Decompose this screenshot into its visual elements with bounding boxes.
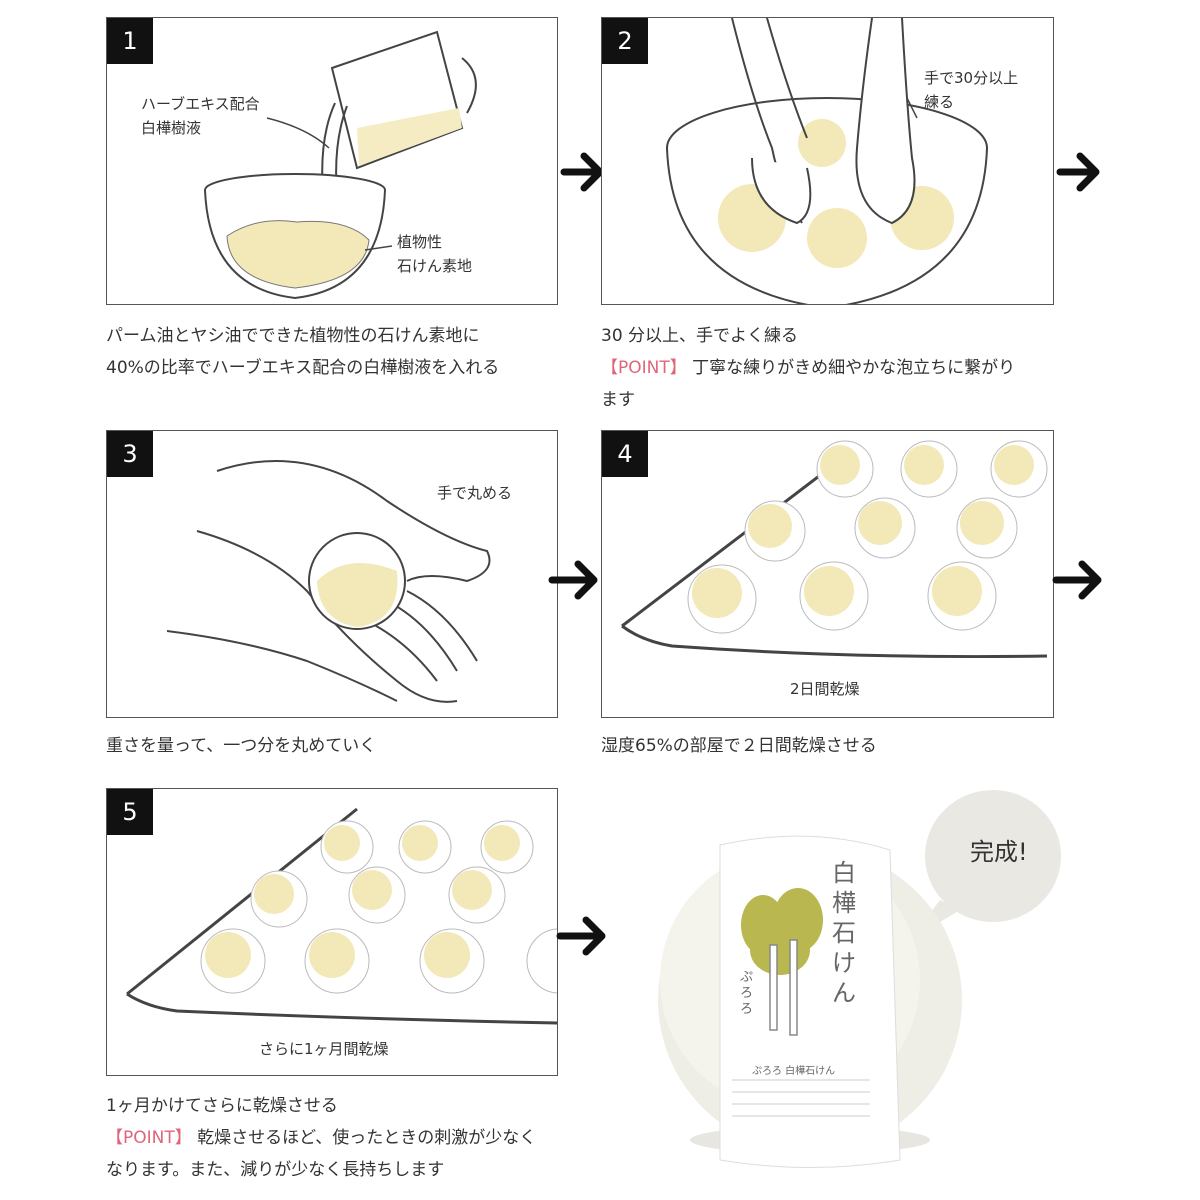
soap-wrapper-small-text: ぷろろ 白樺石けん [752,1066,836,1077]
step-number: 5 [107,789,153,835]
long-drying-illustration [126,807,557,1025]
soap-wrapper-title: 白樺石けん [832,859,856,1007]
step-3-caption: 重さを量って、一つ分を丸めていく [106,730,576,762]
arrow-right-icon [560,152,604,192]
step-number: 1 [107,18,153,64]
caption-line: 1ヶ月かけてさらに乾燥させる [106,1096,338,1116]
label-line: 手で30分以上 [924,69,1019,87]
caption-line: 重さを量って、一つ分を丸めていく [106,736,377,756]
label-line: ハーブエキス配合 [141,95,260,113]
label-line: 白樺樹液 [141,119,202,137]
finished-soap-illustration [658,790,1061,1168]
step-number: 4 [602,431,648,477]
arrow-right-icon [556,916,606,956]
arrow-right-icon [548,560,598,600]
drying-tray-illustration [621,440,1048,659]
roll-label: 手で丸める [437,484,513,502]
label-line: 石けん素地 [397,257,473,275]
step-5-panel: 5 さらに1ヶ月間乾燥 [106,788,558,1076]
label-line: 練る [924,93,955,111]
step-1-panel: 1 ハーブエキス配合 白樺樹液 植物性 石けん素地 [106,17,558,305]
point-text: 乾燥させるほど、使ったときの刺激が少なく [197,1128,537,1148]
caption-line: パーム油とヤシ油でできた植物性の石けん素地に [106,326,480,346]
soap-wrapper-brand: ぷろろ [740,970,754,1017]
liquid-label: ハーブエキス配合 白樺樹液 [141,92,260,140]
step-4-panel: 4 2日間乾燥 [601,430,1054,718]
base-label: 植物性 石けん素地 [397,230,472,278]
step-4-caption: 湿度65%の部屋で２日間乾燥させる [601,730,1071,762]
knead-label: 手で30分以上 練る [924,66,1018,114]
point-tag: 【POINT】 [601,358,687,378]
label-line: 植物性 [397,233,443,251]
step-2-panel: 2 手で30分以上 練る [601,17,1054,305]
caption-line: 湿度65%の部屋で２日間乾燥させる [601,736,877,756]
dry-label: さらに1ヶ月間乾燥 [259,1040,389,1058]
step-5-caption: 1ヶ月かけてさらに乾燥させる 【POINT】 乾燥させるほど、使ったときの刺激が… [106,1090,586,1186]
point-line: 【POINT】 乾燥させるほど、使ったときの刺激が少なく [106,1122,586,1154]
completion-bubble-text: 完成! [970,838,1028,866]
caption-line: 40%の比率でハーブエキス配合の白樺樹液を入れる [106,358,500,378]
point-line: 【POINT】 丁寧な練りがきめ細やかな泡立ちに繋がり [601,352,1081,384]
point-text: ます [601,390,635,410]
dry-label: 2日間乾燥 [790,680,860,698]
knead-illustration [666,18,988,304]
point-tag: 【POINT】 [106,1128,192,1148]
point-text: なります。また、減りが少なく長持ちします [106,1160,445,1180]
step-number: 2 [602,18,648,64]
arrow-right-icon [1052,560,1102,600]
arrow-right-icon [1056,152,1100,192]
caption-line: 30 分以上、手でよく練る [601,326,799,346]
step-number: 3 [107,431,153,477]
roll-illustration [166,460,491,703]
point-text: 丁寧な練りがきめ細やかな泡立ちに繋がり [692,358,1016,378]
step-1-caption: パーム油とヤシ油でできた植物性の石けん素地に 40%の比率でハーブエキス配合の白… [106,320,576,384]
step-3-panel: 3 手で丸める [106,430,558,718]
pour-illustration [204,30,477,300]
step-2-caption: 30 分以上、手でよく練る 【POINT】 丁寧な練りがきめ細やかな泡立ちに繋が… [601,320,1081,416]
